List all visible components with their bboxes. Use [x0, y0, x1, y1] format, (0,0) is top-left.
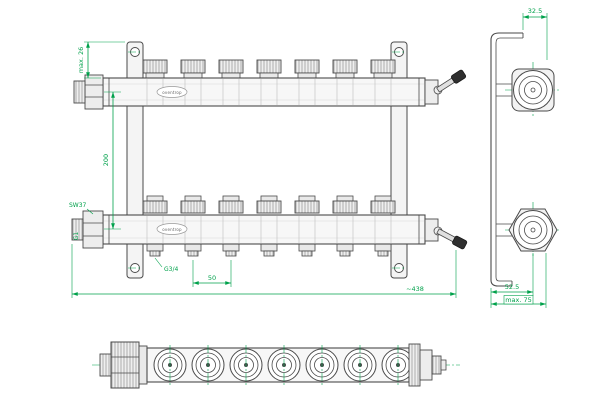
wall-bracket-profile [490, 32, 524, 287]
union-nut-sw37 [82, 210, 104, 249]
wrench-size-label: SW37 [69, 202, 87, 209]
thread-g34-label: G3/4 [164, 266, 178, 273]
dimension-200: 200 [102, 91, 121, 230]
side-view: 32.5 52.5 max. 75 [490, 7, 561, 308]
dim-label-max75: max. 75 [505, 296, 532, 304]
dimension-max26: max. 26 [77, 41, 125, 79]
brand-label: oventrop [162, 227, 182, 232]
dim-label-200: 200 [102, 154, 110, 166]
end-valve [419, 349, 433, 381]
label-sw37: SW37 [69, 202, 94, 215]
end-cap [99, 353, 112, 377]
dim-label-52-5: 52.5 [505, 283, 519, 291]
end-hex-nut [84, 74, 104, 110]
manifold-port-bottom [508, 208, 558, 252]
brand-logo-bottom: oventrop [156, 223, 188, 235]
dim-label-max26: max. 26 [77, 47, 85, 74]
dim-label-32-5: 32.5 [528, 7, 542, 15]
label-g34: G3/4 [154, 257, 178, 273]
valve-lever-bottom [435, 226, 468, 250]
manifold-port-top [511, 68, 555, 112]
thread-g1-label: G1 [73, 232, 80, 241]
end-cap [73, 80, 86, 104]
dim-label-438: ~438 [406, 285, 424, 293]
front-view: oventrop oventrop [69, 41, 468, 298]
brand-label: oventrop [162, 90, 182, 95]
end-cap-g1 [71, 218, 84, 241]
dimension-438: ~438 [71, 244, 457, 298]
return-manifold-bar: oventrop [71, 195, 468, 257]
dimension-50: 50 [192, 260, 232, 287]
brand-logo-top: oventrop [156, 86, 188, 98]
supply-manifold-bar: oventrop [73, 59, 467, 110]
union-nut [110, 341, 140, 389]
valve-lever-top [435, 68, 467, 95]
dim-label-50: 50 [208, 274, 216, 282]
label-g1: G1 [73, 232, 80, 241]
dimension-32-5: 32.5 [522, 7, 548, 60]
dimension-max75: max. 75 [491, 253, 547, 308]
bottom-view [92, 341, 460, 389]
